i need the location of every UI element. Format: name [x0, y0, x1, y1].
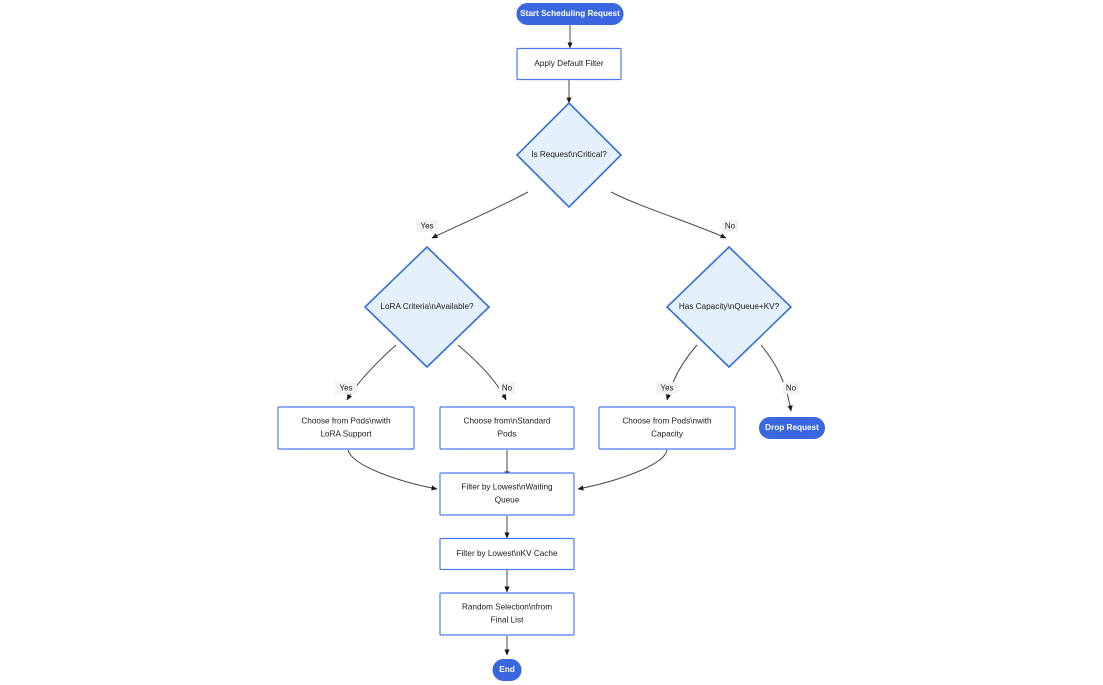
- edge-label-is_request_critical-yes: Yes: [416, 220, 438, 232]
- edge-label-is_request_critical-no: No: [721, 220, 739, 232]
- edge-label-text: No: [502, 384, 513, 393]
- node-shape-stadium: [492, 659, 522, 681]
- edge-label-text: Yes: [420, 222, 433, 231]
- edges-layer: [346, 25, 793, 656]
- node-shape-rect: [439, 406, 575, 450]
- node-label-choose_standard_pods: Choose from\nStandard: [464, 417, 551, 426]
- node-shape-rect: [277, 406, 415, 450]
- node-start[interactable]: Start Scheduling Request: [516, 3, 624, 25]
- edge-label-has_capacity-yes: Yes: [656, 382, 678, 394]
- node-label-choose_lora_pods: LoRA Support: [321, 430, 373, 439]
- node-shape-diamond: [665, 245, 793, 369]
- node-label-has_capacity: Has Capacity\nQueue+KV?: [679, 302, 780, 311]
- node-label-random_selection: Final List: [491, 616, 524, 625]
- edge-label-lora_criteria_available-yes: Yes: [335, 382, 357, 394]
- node-label-is_request_critical: Is Request\nCritical?: [531, 150, 607, 159]
- edge-lora_criteria_available-to-choose_lora_pods: [346, 344, 397, 401]
- node-label-lora_criteria_available: LoRA Criteria\nAvailable?: [380, 302, 474, 311]
- node-label-filter_kv_cache: Filter by Lowest\nKV Cache: [456, 549, 557, 558]
- node-has_capacity[interactable]: Has Capacity\nQueue+KV?: [665, 245, 793, 369]
- node-shape-stadium: [759, 417, 825, 439]
- node-filter_kv_cache[interactable]: Filter by Lowest\nKV Cache: [439, 537, 575, 571]
- edge-label-chip: [721, 220, 739, 232]
- node-shape-rect: [598, 406, 736, 450]
- node-shape-stadium: [516, 3, 624, 25]
- node-label-choose_capacity_pods: Choose from Pods\nwith: [622, 417, 712, 426]
- edge-label-chip: [416, 220, 438, 232]
- node-drop_request[interactable]: Drop Request: [759, 417, 825, 439]
- edge-choose_capacity_pods-to-filter_waiting_queue: [577, 449, 668, 491]
- node-apply_default_filter[interactable]: Apply Default Filter: [516, 47, 622, 81]
- edge-label-text: No: [725, 222, 736, 231]
- edge-choose_lora_pods-to-filter_waiting_queue: [347, 449, 438, 491]
- node-label-choose_lora_pods: Choose from Pods\nwith: [301, 417, 391, 426]
- node-label-choose_standard_pods: Pods: [498, 430, 517, 439]
- edge-label-text: Yes: [339, 384, 352, 393]
- edge-label-chip: [335, 382, 357, 394]
- edge-label-text: No: [786, 384, 797, 393]
- node-label-end: End: [499, 665, 514, 674]
- edge-label-chip: [782, 382, 800, 394]
- edge-label-has_capacity-no: No: [782, 382, 800, 394]
- edge-has_capacity-to-choose_capacity_pods: [665, 344, 698, 401]
- node-lora_criteria_available[interactable]: LoRA Criteria\nAvailable?: [363, 245, 491, 369]
- node-end[interactable]: End: [492, 659, 522, 681]
- node-shape-rect: [439, 537, 575, 571]
- node-shape-diamond: [515, 101, 623, 209]
- node-label-choose_capacity_pods: Capacity: [651, 430, 684, 439]
- node-label-drop_request: Drop Request: [765, 423, 819, 432]
- node-shape-rect: [439, 472, 575, 516]
- node-label-random_selection: Random Selection\nfrom: [462, 603, 552, 612]
- edge-label-chip: [656, 382, 678, 394]
- node-shape-rect: [439, 592, 575, 636]
- edge-label-text: Yes: [660, 384, 673, 393]
- node-label-filter_waiting_queue: Queue: [495, 496, 520, 505]
- edge-has_capacity-to-drop_request: [760, 344, 793, 412]
- edge-label-lora_criteria_available-no: No: [498, 382, 516, 394]
- node-shape-diamond: [363, 245, 491, 369]
- edge-lora_criteria_available-to-choose_standard_pods: [457, 344, 507, 401]
- edge-label-chip: [498, 382, 516, 394]
- node-shape-rect: [516, 47, 622, 81]
- node-is_request_critical[interactable]: Is Request\nCritical?: [515, 101, 623, 209]
- edge-is_request_critical-to-lora_criteria_available: [431, 191, 529, 239]
- node-label-start: Start Scheduling Request: [520, 9, 620, 18]
- node-label-apply_default_filter: Apply Default Filter: [534, 59, 603, 68]
- node-label-filter_waiting_queue: Filter by Lowest\nWaiting: [461, 483, 553, 492]
- edge-is_request_critical-to-has_capacity: [610, 191, 727, 239]
